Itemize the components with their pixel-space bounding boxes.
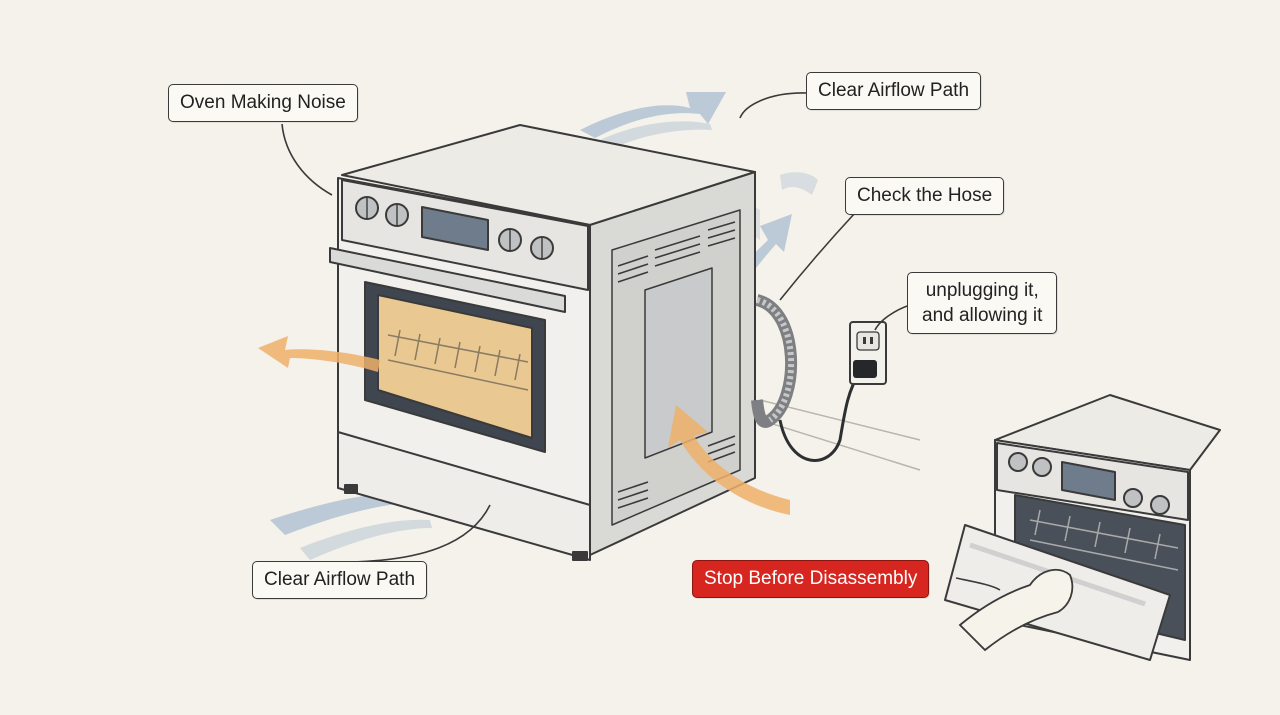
power-cord: [778, 371, 862, 462]
label-airflow-top: Clear Airflow Path: [806, 72, 982, 110]
label-check-hose: Check the Hose: [845, 177, 1005, 215]
label-oven-noise: Oven Making Noise: [168, 84, 358, 122]
label-stop-warning: Stop Before Disassembly: [692, 560, 930, 598]
label-airflow-bottom: Clear Airflow Path: [252, 561, 428, 599]
drain-hose: [751, 294, 798, 428]
power-plug-icon: [853, 360, 877, 378]
label-unplug-line1: unplugging it,: [925, 280, 1039, 301]
hand-icon: [958, 568, 1074, 652]
label-unplug: unplugging it, and allowing it: [907, 272, 1058, 334]
oven-illustration: [329, 124, 756, 561]
label-unplug-line2: and allowing it: [922, 305, 1043, 326]
heat-arrow-icon: [258, 336, 790, 515]
leader-lines: [281, 92, 1001, 591]
